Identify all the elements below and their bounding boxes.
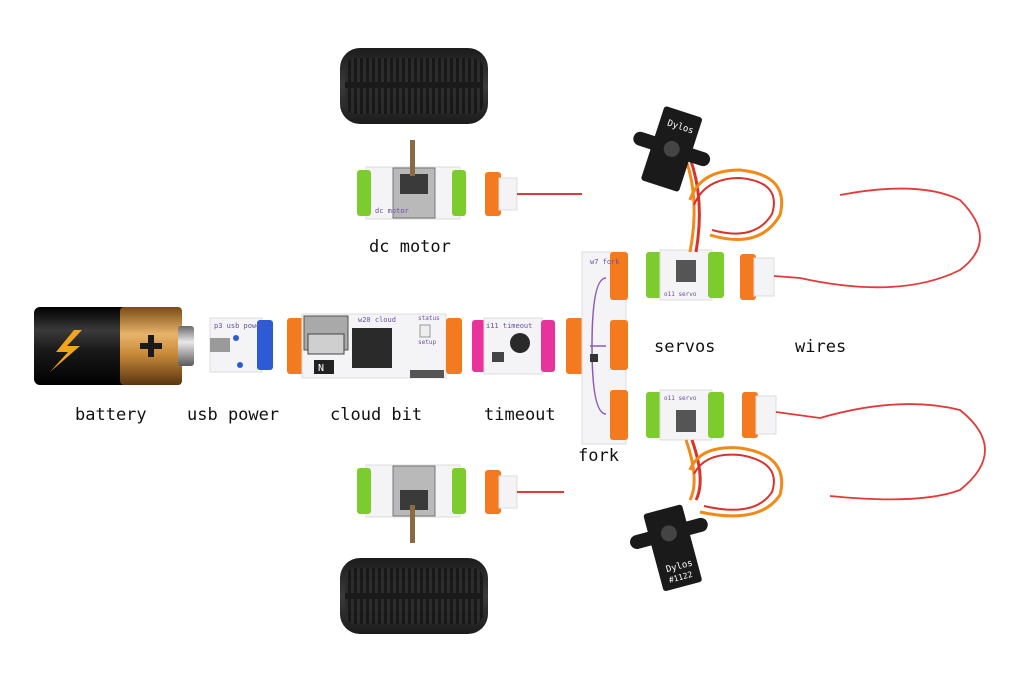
timeout-module: i11 timeout [472,317,555,375]
wheel-top [340,48,488,124]
fork-module-label: w7 fork [590,258,620,266]
timeout-module-label: i11 timeout [486,322,532,330]
servo-top-module-label: o11 servo [664,291,697,298]
cloud-badge-label: N [318,363,324,374]
cloud-bit-module-label: w20 cloud [358,316,396,324]
wire-top-motor [485,172,582,216]
svg-text:dc motor: dc motor [375,207,409,215]
label-usb-power: usb power [187,405,280,425]
dc-motor-top: dc motor [357,140,466,220]
usb-power-module: p3 usb power [209,317,273,373]
wire-module-top [740,187,981,300]
label-battery: battery [75,405,147,425]
servo-motor-bottom: Dylos #1122 [630,439,784,592]
servo-bottom-module-label: o11 servo [664,395,697,402]
cloud-bit-module: N w20 cloud status setup [287,313,462,379]
label-timeout: timeout [484,405,556,425]
fork-module: w7 fork [566,251,628,445]
wire-module-bottom [742,392,986,501]
servo-module-top: o11 servo [646,249,724,301]
dc-motor-bottom [357,464,466,543]
label-fork: fork [578,446,619,466]
usb-power-module-label: p3 usb power [214,322,265,330]
servo-module-bottom: o11 servo [646,389,724,441]
wire-bottom-motor [485,470,564,514]
label-cloud-bit: cloud bit [330,405,423,425]
label-dc-motor: dc motor [369,237,451,257]
servo-motor-top: Dylos [633,106,784,253]
battery-image [34,307,194,385]
cloud-setup-label: setup [418,339,436,346]
label-wires: wires [795,337,847,357]
wheel-bottom [340,558,488,634]
cloud-status-label: status [418,315,440,322]
label-servos: servos [654,337,716,357]
